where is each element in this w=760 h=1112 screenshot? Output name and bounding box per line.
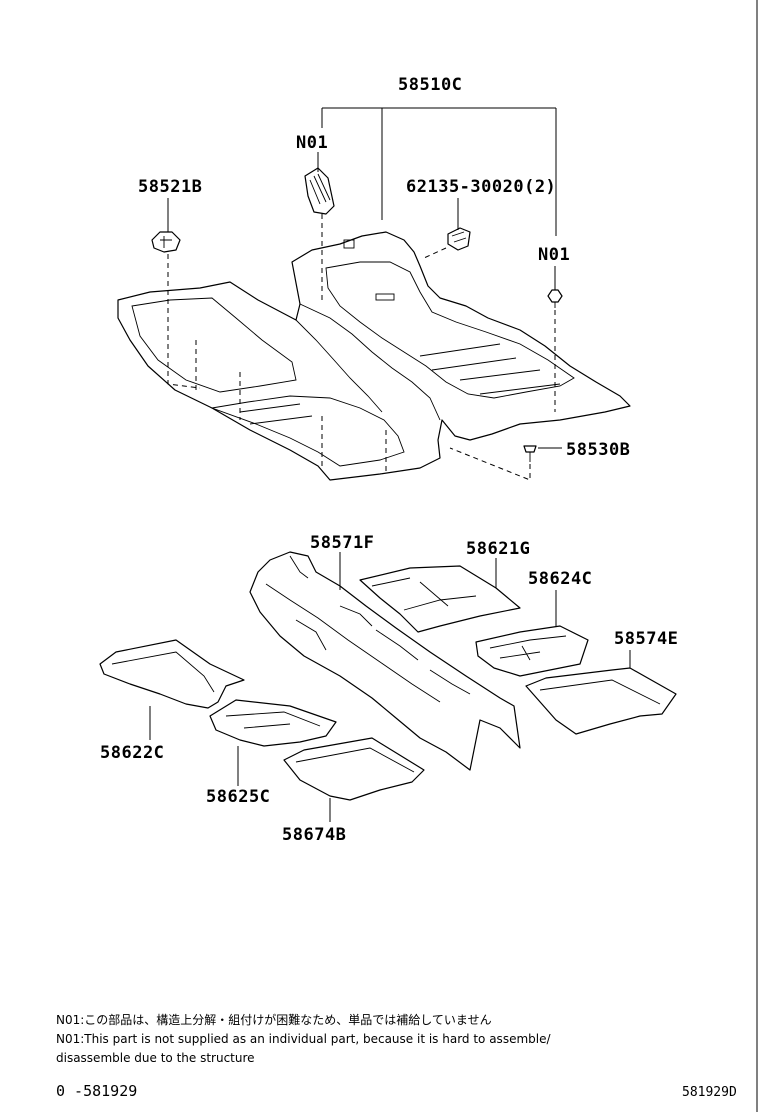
label-58622c: 58622C	[100, 743, 164, 763]
pad-58574e-detail	[539, 679, 661, 705]
label-58571f: 58571F	[310, 533, 374, 553]
label-58621g: 58621G	[466, 539, 530, 559]
label-n01-right: N01	[538, 245, 570, 265]
carpet-hole-2	[343, 239, 355, 249]
carpet-hole-1	[375, 293, 395, 301]
dash-clip-left	[167, 254, 201, 389]
note-en-line1: N01:This part is not supplied as an indi…	[56, 1032, 551, 1046]
carpet-right-floor	[325, 261, 575, 399]
label-58530b: 58530B	[566, 440, 630, 460]
label-58521b: 58521B	[138, 177, 202, 197]
center-silencer-detail	[265, 555, 471, 703]
n01-pad-top-ribs	[309, 173, 331, 205]
leader-58510c	[321, 107, 557, 236]
pad-58622c	[99, 639, 245, 709]
label-58510c: 58510C	[398, 75, 462, 95]
carpet-seat-rail-marks	[239, 343, 561, 425]
label-58624c: 58624C	[528, 569, 592, 589]
label-62135: 62135-30020(2)	[406, 177, 556, 197]
clip-62135-detail	[451, 231, 467, 243]
pad-58622c-detail	[111, 651, 215, 693]
pad-58674b	[283, 737, 425, 801]
clip-58521b	[151, 231, 181, 253]
pad-58625c	[209, 699, 337, 747]
footer-right-code: 581929D	[682, 1085, 737, 1100]
floor-carpet-assembly	[117, 231, 631, 481]
label-58574e: 58574E	[614, 629, 678, 649]
dash-screw	[449, 447, 531, 481]
n01-pad-top	[304, 167, 335, 215]
screw-58530b	[523, 445, 537, 453]
dash-clip-62135	[423, 247, 447, 259]
center-silencer-58571f	[249, 551, 521, 771]
label-n01-top: N01	[296, 133, 328, 153]
clip-58521b-detail	[160, 236, 172, 248]
note-en-line2: disassemble due to the structure	[56, 1051, 255, 1065]
label-58674b: 58674B	[282, 825, 346, 845]
footer-left-code: 0 -581929	[56, 1082, 137, 1100]
floor-carpet	[117, 231, 631, 481]
label-58625c: 58625C	[206, 787, 270, 807]
carpet-rear-area	[210, 395, 405, 467]
pad-58625c-detail	[225, 711, 321, 729]
pad-58574e	[525, 667, 677, 735]
pad-58624c	[475, 625, 589, 677]
pad-58621g-detail	[371, 577, 477, 611]
n01-clip-right	[547, 289, 563, 303]
clip-62135	[447, 227, 471, 251]
carpet-left-footwell	[131, 297, 297, 393]
pad-58674b-detail	[295, 747, 415, 773]
pad-58624c-detail	[489, 635, 567, 661]
carpet-tunnel	[295, 303, 441, 421]
note-jp: N01:この部品は、構造上分解・組付けが困難なため、単品では補給していません	[56, 1012, 492, 1027]
